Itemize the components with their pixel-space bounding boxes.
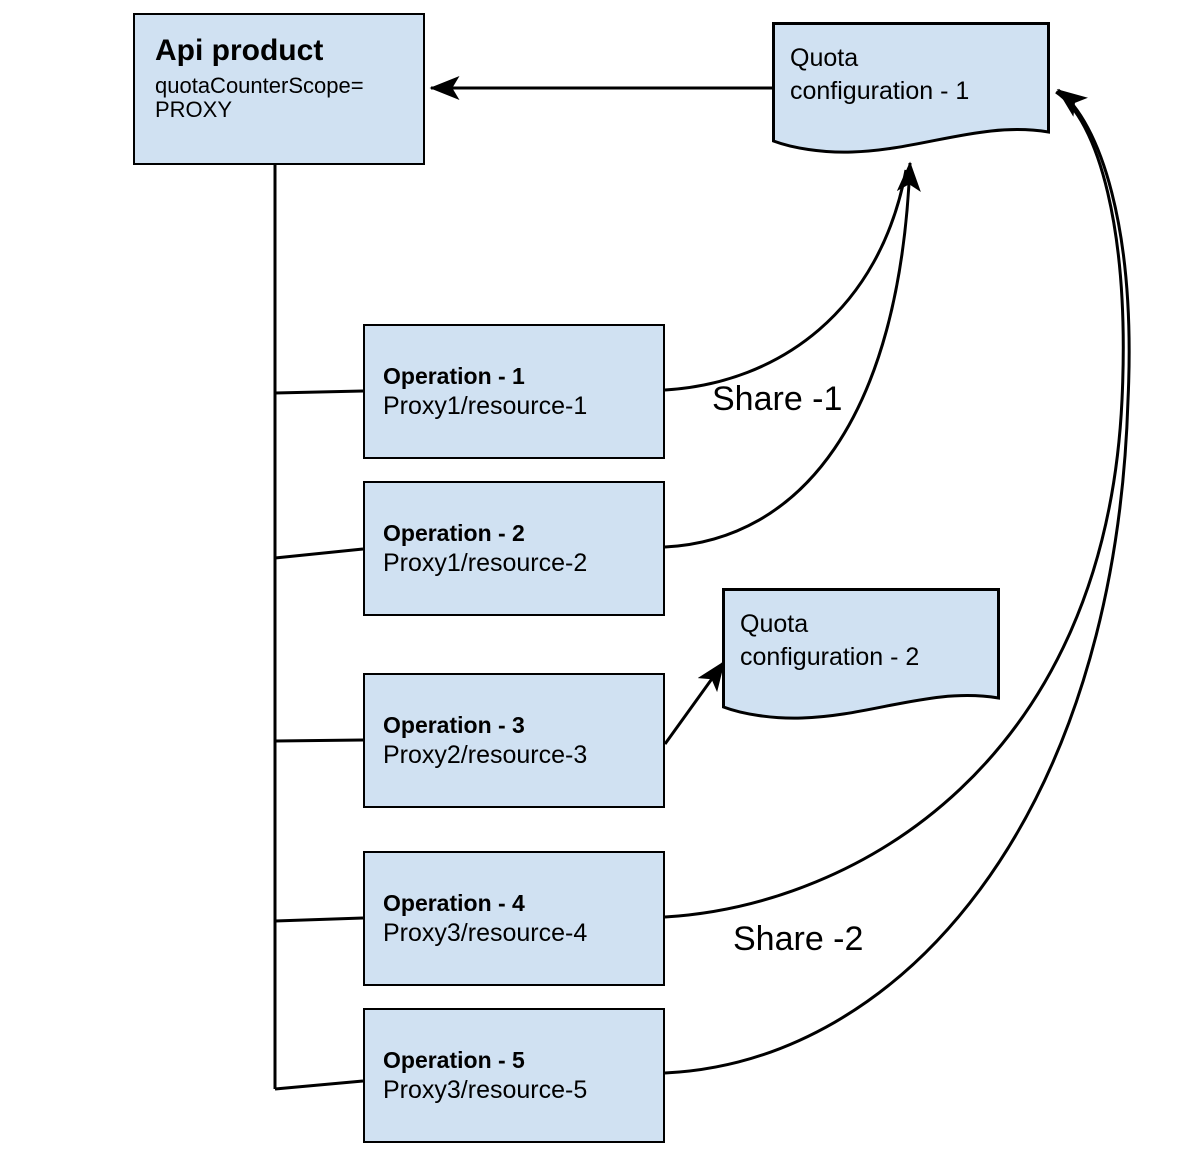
node-operation-4-text: Operation - 4 Proxy3/resource-4 bbox=[383, 889, 653, 949]
node-operation-2-subtitle: Proxy1/resource-2 bbox=[383, 548, 588, 577]
node-operation-1-subtitle: Proxy1/resource-1 bbox=[383, 391, 588, 420]
node-api-product[interactable]: Api product quotaCounterScope=PROXY bbox=[133, 13, 425, 165]
edge-branch-operation-1 bbox=[274, 389, 364, 395]
node-operation-2-title: Operation - 2 bbox=[383, 519, 525, 546]
node-operation-5[interactable]: Operation - 5 Proxy3/resource-5 bbox=[363, 1008, 665, 1143]
document-shape-icon bbox=[722, 588, 1000, 720]
edge-operation-4-to-quotaconfig1 bbox=[664, 90, 1125, 919]
edge-branch-operation-4 bbox=[274, 916, 364, 923]
node-operation-5-subtitle: Proxy3/resource-5 bbox=[383, 1075, 588, 1104]
node-operation-4[interactable]: Operation - 4 Proxy3/resource-4 bbox=[363, 851, 665, 986]
edge-branch-operation-5 bbox=[274, 1079, 364, 1091]
node-operation-4-title: Operation - 4 bbox=[383, 889, 525, 916]
node-operation-3-text: Operation - 3 Proxy2/resource-3 bbox=[383, 711, 653, 771]
node-operation-2[interactable]: Operation - 2 Proxy1/resource-2 bbox=[363, 481, 665, 616]
node-operation-4-subtitle: Proxy3/resource-4 bbox=[383, 918, 588, 947]
node-operation-1[interactable]: Operation - 1 Proxy1/resource-1 bbox=[363, 324, 665, 459]
node-operation-1-title: Operation - 1 bbox=[383, 362, 525, 389]
node-api-product-subtitle: quotaCounterScope=PROXY bbox=[155, 72, 364, 123]
edge-operation-3-to-quotaconfig2 bbox=[663, 660, 726, 745]
node-operation-5-title: Operation - 5 bbox=[383, 1046, 525, 1073]
node-operation-2-text: Operation - 2 Proxy1/resource-2 bbox=[383, 519, 653, 579]
edge-operation-2-to-quotaconfig1 bbox=[664, 161, 921, 549]
node-api-product-text: Api product quotaCounterScope=PROXY bbox=[155, 33, 413, 123]
edge-branch-operation-3 bbox=[274, 738, 364, 743]
node-operation-1-text: Operation - 1 Proxy1/resource-1 bbox=[383, 362, 653, 422]
document-shape-icon bbox=[772, 22, 1050, 154]
edge-operation-1-to-quotaconfig1 bbox=[664, 169, 908, 392]
edge-label-share-1: Share -1 bbox=[712, 380, 843, 418]
node-api-product-title: Api product bbox=[155, 34, 324, 67]
edge-label-share-2: Share -2 bbox=[733, 920, 864, 958]
node-operation-3-subtitle: Proxy2/resource-3 bbox=[383, 740, 588, 769]
edge-branch-operation-2 bbox=[274, 547, 364, 560]
node-operation-3-title: Operation - 3 bbox=[383, 711, 525, 738]
node-operation-5-text: Operation - 5 Proxy3/resource-5 bbox=[383, 1046, 653, 1106]
node-operation-3[interactable]: Operation - 3 Proxy2/resource-3 bbox=[363, 673, 665, 808]
